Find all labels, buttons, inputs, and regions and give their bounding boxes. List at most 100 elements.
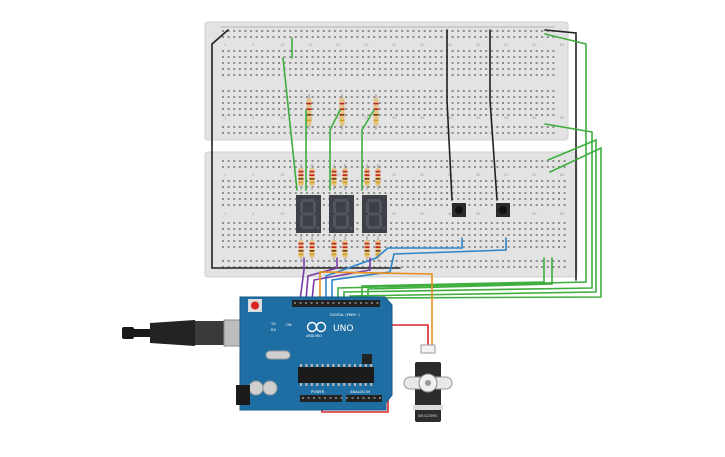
button-signal-wire [331,237,507,301]
row-number-label: 35 [420,116,425,120]
digital-pin-wire [343,123,593,301]
seven-segment-display[interactable] [362,195,387,233]
digital-pin-wire [367,257,553,301]
resistor[interactable] [342,236,348,262]
resistor[interactable] [364,236,370,262]
usb-cable [122,319,261,347]
row-number-label: 60 [560,116,565,120]
arduino-brand: ARDUINO [306,334,322,338]
button-wire [489,29,498,201]
row-number-label: 55 [532,173,537,177]
resistor[interactable] [373,94,379,130]
analog-label: ANALOG IN [350,390,370,394]
row-number-label: 40 [448,43,453,47]
row-number-label: 5 [252,116,254,120]
row-number-label: 20 [336,43,341,47]
row-number-label: 1 [224,212,226,216]
row-number-label: 35 [420,43,425,47]
reset-button[interactable] [248,299,262,312]
segment-wire [311,257,371,301]
segment-wire [361,109,375,191]
uno-label: UNO [333,324,353,334]
wires [211,29,602,413]
resistor[interactable] [298,236,304,262]
on-label: ON [286,323,292,327]
servo-signal-wire [319,271,433,346]
pushbutton-1[interactable] [452,203,466,217]
row-number-label: 25 [364,43,369,47]
row-number-label: 30 [392,116,397,120]
breadboard-row-labels: 1111555510101010151515152020202025252525… [224,43,565,216]
row-number-label: 20 [336,116,341,120]
arduino-uno-board[interactable]: DIGITAL (PWM~) TX RX ON UNO ARDUINO POWE… [236,296,393,411]
row-number-label: 10 [280,43,285,47]
power-header [300,395,342,402]
resistor[interactable] [331,236,337,262]
tx-label: TX [270,322,276,326]
row-number-label: 30 [392,173,397,177]
row-number-label: 5 [252,212,254,216]
row-number-label: 50 [504,43,509,47]
breadboard-top[interactable] [204,21,569,141]
power-label: POWER [311,390,325,394]
row-number-label: 60 [560,173,565,177]
row-number-label: 40 [448,212,453,216]
resistor[interactable] [309,164,315,190]
row-number-label: 50 [504,116,509,120]
servo-model-label: SM-S2309S [418,414,437,418]
row-number-label: 10 [280,116,285,120]
row-number-label: 10 [280,212,285,216]
row-number-label: 5 [252,173,254,177]
row-number-label: 30 [392,212,397,216]
seven-segment-displays [296,195,387,233]
row-number-label: 10 [280,173,285,177]
row-number-label: 45 [476,43,481,47]
row-number-label: 25 [364,116,369,120]
digital-pin-wire [337,33,587,301]
row-number-label: 60 [560,43,565,47]
pushbutton-2[interactable] [496,203,510,217]
resistor[interactable] [342,164,348,190]
resistor[interactable] [331,164,337,190]
button-wire [446,29,453,201]
row-number-label: 55 [532,43,537,47]
row-number-label: 45 [476,116,481,120]
row-number-label: 40 [448,116,453,120]
resistors [298,94,381,262]
digital-header [292,300,380,307]
row-number-label: 1 [224,173,226,177]
resistor[interactable] [375,236,381,262]
seven-segment-display[interactable] [329,195,354,233]
resistor[interactable] [375,164,381,190]
resistor[interactable] [339,94,345,130]
row-number-label: 20 [336,173,341,177]
row-number-label: 45 [476,173,481,177]
row-number-label: 55 [532,116,537,120]
button-signal-wire [325,237,463,301]
segment-wire [299,257,305,301]
resistor[interactable] [298,164,304,190]
resistor[interactable] [364,164,370,190]
segment-wire [329,109,341,191]
row-number-label: 55 [532,212,537,216]
ground-wire [544,29,577,281]
row-number-label: 35 [420,173,425,177]
row-number-label: 45 [476,212,481,216]
row-number-label: 1 [224,43,226,47]
digital-pin-wire [361,257,545,301]
resistor[interactable] [309,236,315,262]
row-number-label: 1 [224,116,226,120]
row-number-label: 5 [252,43,254,47]
row-number-label: 30 [392,43,397,47]
segment-wire [282,57,298,191]
row-number-label: 60 [560,212,565,216]
breadboard-bottom[interactable] [204,151,578,278]
seven-segment-display[interactable] [296,195,321,233]
row-number-label: 50 [504,173,509,177]
row-number-label: 35 [420,212,425,216]
rx-label: RX [271,328,276,332]
ground-wire [211,29,401,269]
resistor[interactable] [306,94,312,130]
servo-motor[interactable]: SM-S2309S [403,344,453,422]
